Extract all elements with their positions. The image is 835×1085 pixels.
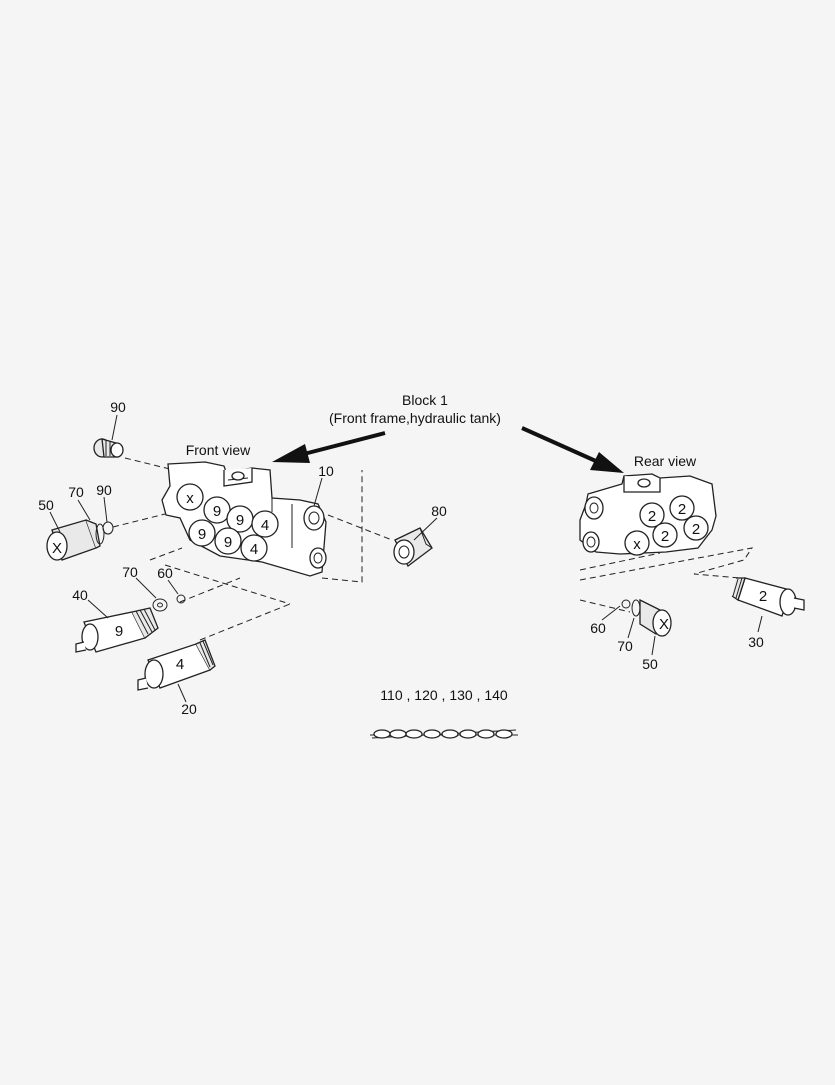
port-9-c — [188, 519, 216, 547]
callout-70-left: 70 — [68, 484, 84, 500]
rear-mark-x: x — [633, 536, 641, 553]
washer-70 — [152, 598, 168, 612]
port-mark-9: 9 — [198, 526, 206, 543]
elbow-80 — [393, 527, 433, 567]
callout-20: 20 — [181, 701, 197, 717]
rear-port-2-c — [652, 522, 678, 548]
port-4-b — [240, 534, 268, 562]
plug-50-left: X — [46, 519, 114, 561]
washer-70-hole — [157, 602, 163, 608]
port-mark-x: x — [186, 490, 194, 507]
callout-90-top: 90 — [110, 399, 126, 415]
rear-port-x — [624, 530, 650, 556]
rear-port-2-b — [669, 495, 695, 521]
callout-60-rear: 60 — [590, 620, 606, 636]
front-view-label: Front view — [186, 442, 251, 458]
port-mark-9: 9 — [213, 503, 221, 520]
callout-80: 80 — [431, 503, 447, 519]
port-mark-4: 4 — [261, 517, 269, 534]
callout-70-rear: 70 — [617, 638, 633, 654]
port-mark-9: 9 — [224, 534, 232, 551]
cartridge-40: 9 — [75, 607, 159, 653]
port-mark-9: 9 — [236, 512, 244, 529]
callout-70-low: 70 — [122, 564, 138, 580]
port-4-a — [251, 510, 279, 538]
oring-60 — [176, 594, 186, 604]
cartridge-20: 4 — [137, 639, 216, 691]
rear-view-label: Rear view — [634, 453, 697, 469]
arrow-to-rear-view — [521, 426, 624, 473]
seal-kit-strip — [370, 729, 518, 739]
rear-port-2-a — [639, 502, 665, 528]
rear-leaders — [601, 605, 763, 656]
callout-30: 30 — [748, 634, 764, 650]
rear-plug-mark-x: X — [659, 616, 669, 633]
cartridge-mark-2: 2 — [759, 588, 767, 605]
rear-valve-block: 2 2 2 2 x — [579, 473, 717, 556]
cartridge-mark-4: 4 — [176, 656, 184, 673]
callout-90-mid: 90 — [96, 482, 112, 498]
arrow-to-front-view — [272, 431, 386, 463]
port-mark-4: 4 — [250, 541, 258, 558]
plug-mark-x: X — [52, 540, 62, 557]
rear-mark-2: 2 — [678, 501, 686, 518]
front-valve-block: x 9 9 4 9 9 4 — [161, 461, 327, 577]
block-subtitle: (Front frame,hydraulic tank) — [329, 410, 501, 426]
callout-seal-kit: 110 , 120 , 130 , 140 — [380, 687, 508, 703]
oring-60-rear — [621, 599, 631, 609]
cartridge-30: 2 — [731, 577, 805, 617]
fitting-90-top — [93, 438, 124, 458]
callout-40: 40 — [72, 587, 88, 603]
front-dashed-lines — [112, 457, 393, 641]
callout-60-front: 60 — [157, 565, 173, 581]
callout-50-rear: 50 — [642, 656, 658, 672]
callout-10: 10 — [318, 463, 334, 479]
block-title: Block 1 — [402, 392, 448, 408]
rear-dashed-lines — [579, 547, 754, 613]
port-9-d — [214, 527, 242, 555]
port-x — [176, 483, 204, 511]
cartridge-mark-9: 9 — [115, 623, 123, 640]
rear-mark-2: 2 — [661, 528, 669, 545]
rear-mark-2: 2 — [692, 521, 700, 538]
plug-50-rear: X — [621, 598, 672, 637]
rear-port-2-d — [683, 515, 709, 541]
callout-50-front: 50 — [38, 497, 54, 513]
front-leaders — [49, 414, 438, 703]
rear-mark-2: 2 — [648, 508, 656, 525]
